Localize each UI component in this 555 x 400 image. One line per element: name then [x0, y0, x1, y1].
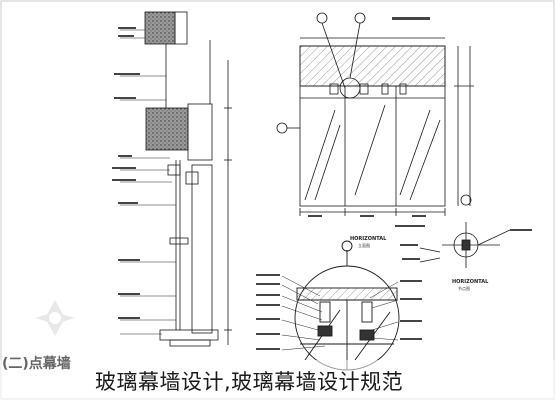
caption-bar — [0, 360, 555, 400]
elevation-notes — [308, 17, 430, 227]
elevation-drawing — [276, 12, 474, 216]
node-label: HORIZONTAL — [452, 279, 489, 285]
vertical-section — [144, 11, 232, 347]
left-leaders — [120, 29, 176, 335]
circle-detail — [294, 240, 400, 371]
caption-text: 玻璃幕墙设计,玻璃幕墙设计规范 — [95, 370, 404, 394]
elevation-label: HORIZONTAL — [350, 236, 387, 242]
circle-detail-leaders — [281, 275, 399, 351]
elevation-sublabel: 立面图 — [358, 242, 370, 248]
node-sublabel: 节点图 — [458, 285, 470, 291]
circle-detail-notes — [256, 274, 422, 350]
watermark-logo — [35, 300, 75, 336]
left-leader-text — [112, 27, 140, 319]
node-notes — [400, 229, 532, 260]
section-title: (二)点幕墙 — [2, 356, 71, 372]
node-detail — [419, 222, 511, 268]
